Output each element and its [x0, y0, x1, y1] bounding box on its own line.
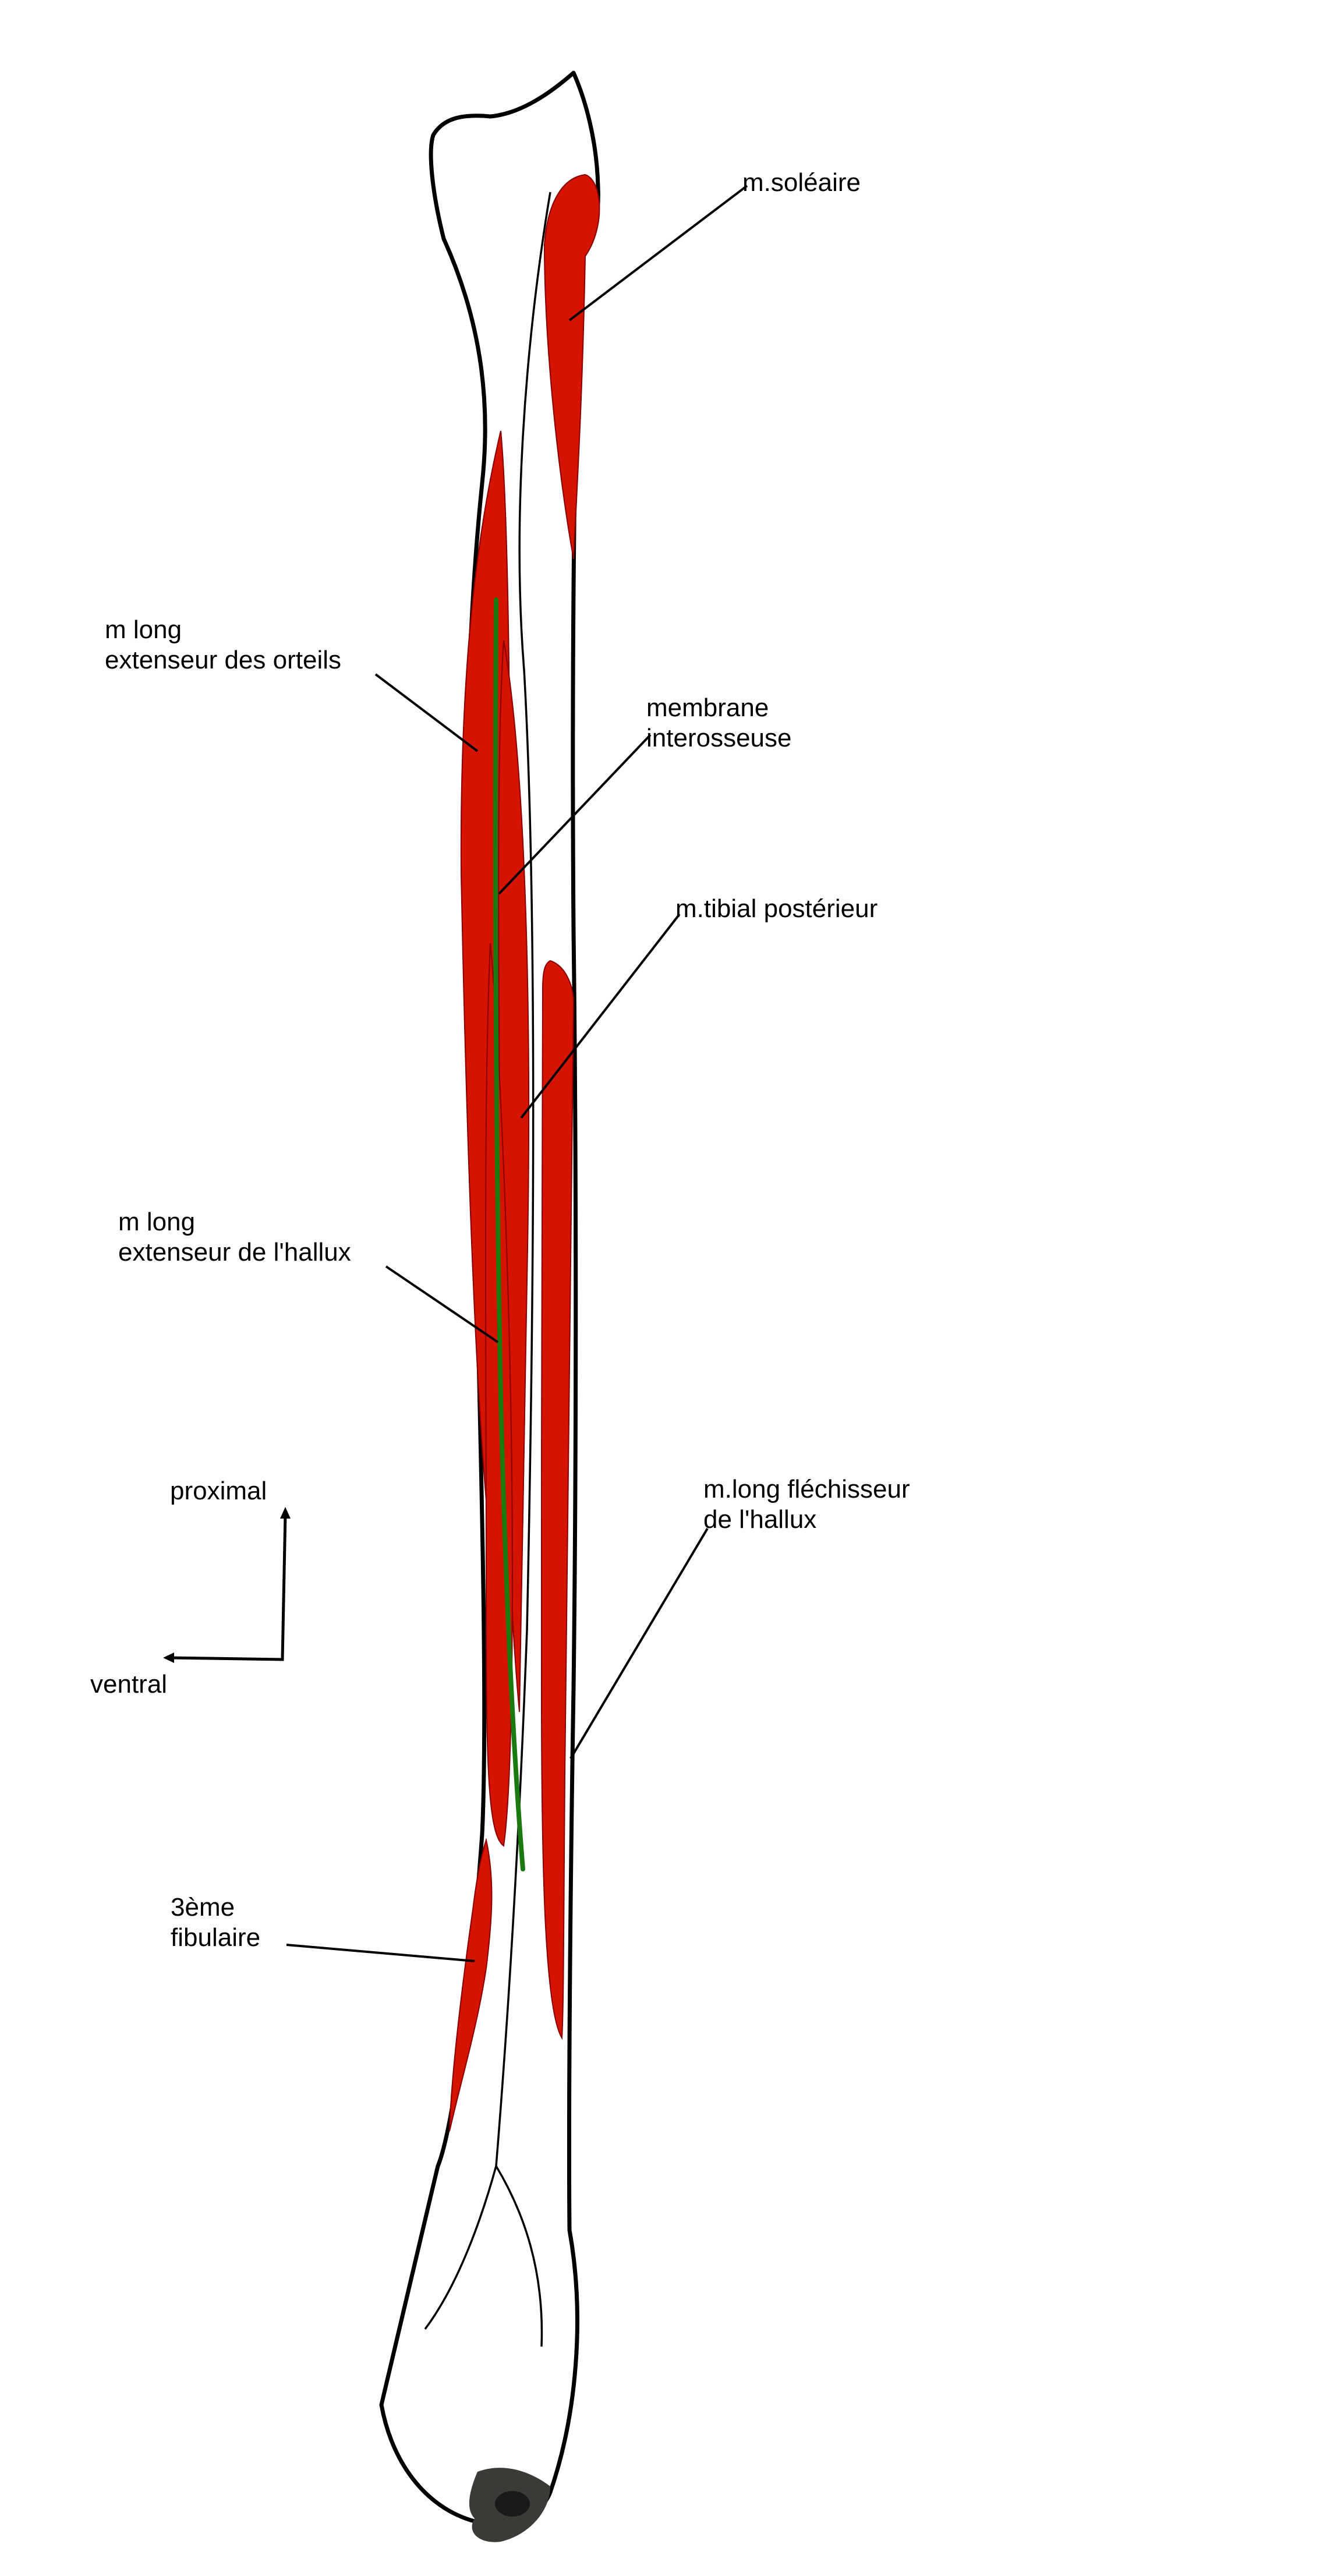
- leader-tibial-posterieur: [520, 913, 681, 1119]
- label-long-flechisseur-hallux-line1: m.long fléchisseur: [703, 1475, 910, 1503]
- leader-long-extenseur-hallux: [385, 1265, 499, 1343]
- label-long-extenseur-orteils-line2: extenseur des orteils: [105, 646, 341, 674]
- label-membrane-line2: interosseuse: [646, 724, 791, 752]
- labels: m.soléaire m long extenseur des orteils …: [105, 168, 910, 1952]
- muscle-3eme-fibulaire: [449, 1838, 493, 2132]
- label-proximal: proximal: [170, 1477, 267, 1505]
- label-long-extenseur-hallux-line2: extenseur de l'hallux: [118, 1238, 351, 1266]
- proximal-arrow-icon: [280, 1507, 291, 1519]
- label-long-flechisseur-hallux-line2: de l'hallux: [703, 1505, 816, 1534]
- label-3eme-fibulaire-line2: fibulaire: [171, 1923, 260, 1952]
- leader-3eme-fibulaire: [286, 1944, 475, 1962]
- orientation-indicator: proximal ventral: [90, 1477, 291, 1699]
- bone-distal-line-left: [424, 2165, 497, 2330]
- leader-long-extenseur-orteils: [374, 673, 479, 752]
- label-membrane-line1: membrane: [646, 693, 769, 722]
- label-tibial-posterieur: m.tibial postérieur: [675, 894, 878, 923]
- muscle-soleaire: [543, 174, 600, 560]
- membrane-interosseuse: [493, 597, 525, 1871]
- cartilage-highlight: [495, 2491, 530, 2517]
- bone-distal-line-right: [495, 2165, 543, 2347]
- ventral-arrow-icon: [163, 1653, 174, 1663]
- label-long-extenseur-hallux-line1: m long: [118, 1208, 195, 1236]
- leader-lines: [286, 185, 748, 1962]
- label-3eme-fibulaire-line1: 3ème: [171, 1893, 235, 1922]
- orientation-axes: [168, 1513, 287, 1661]
- leader-membrane: [498, 734, 652, 895]
- muscles: [449, 174, 600, 2132]
- leader-soleaire: [568, 185, 748, 321]
- muscle-long-flechisseur-hallux: [541, 960, 575, 2040]
- bone-ridge-line: [495, 192, 551, 2167]
- label-ventral: ventral: [90, 1670, 167, 1699]
- leader-long-flechisseur-hallux: [569, 1527, 709, 1760]
- label-long-extenseur-orteils-line1: m long: [105, 615, 182, 644]
- label-soleaire: m.soléaire: [742, 168, 861, 197]
